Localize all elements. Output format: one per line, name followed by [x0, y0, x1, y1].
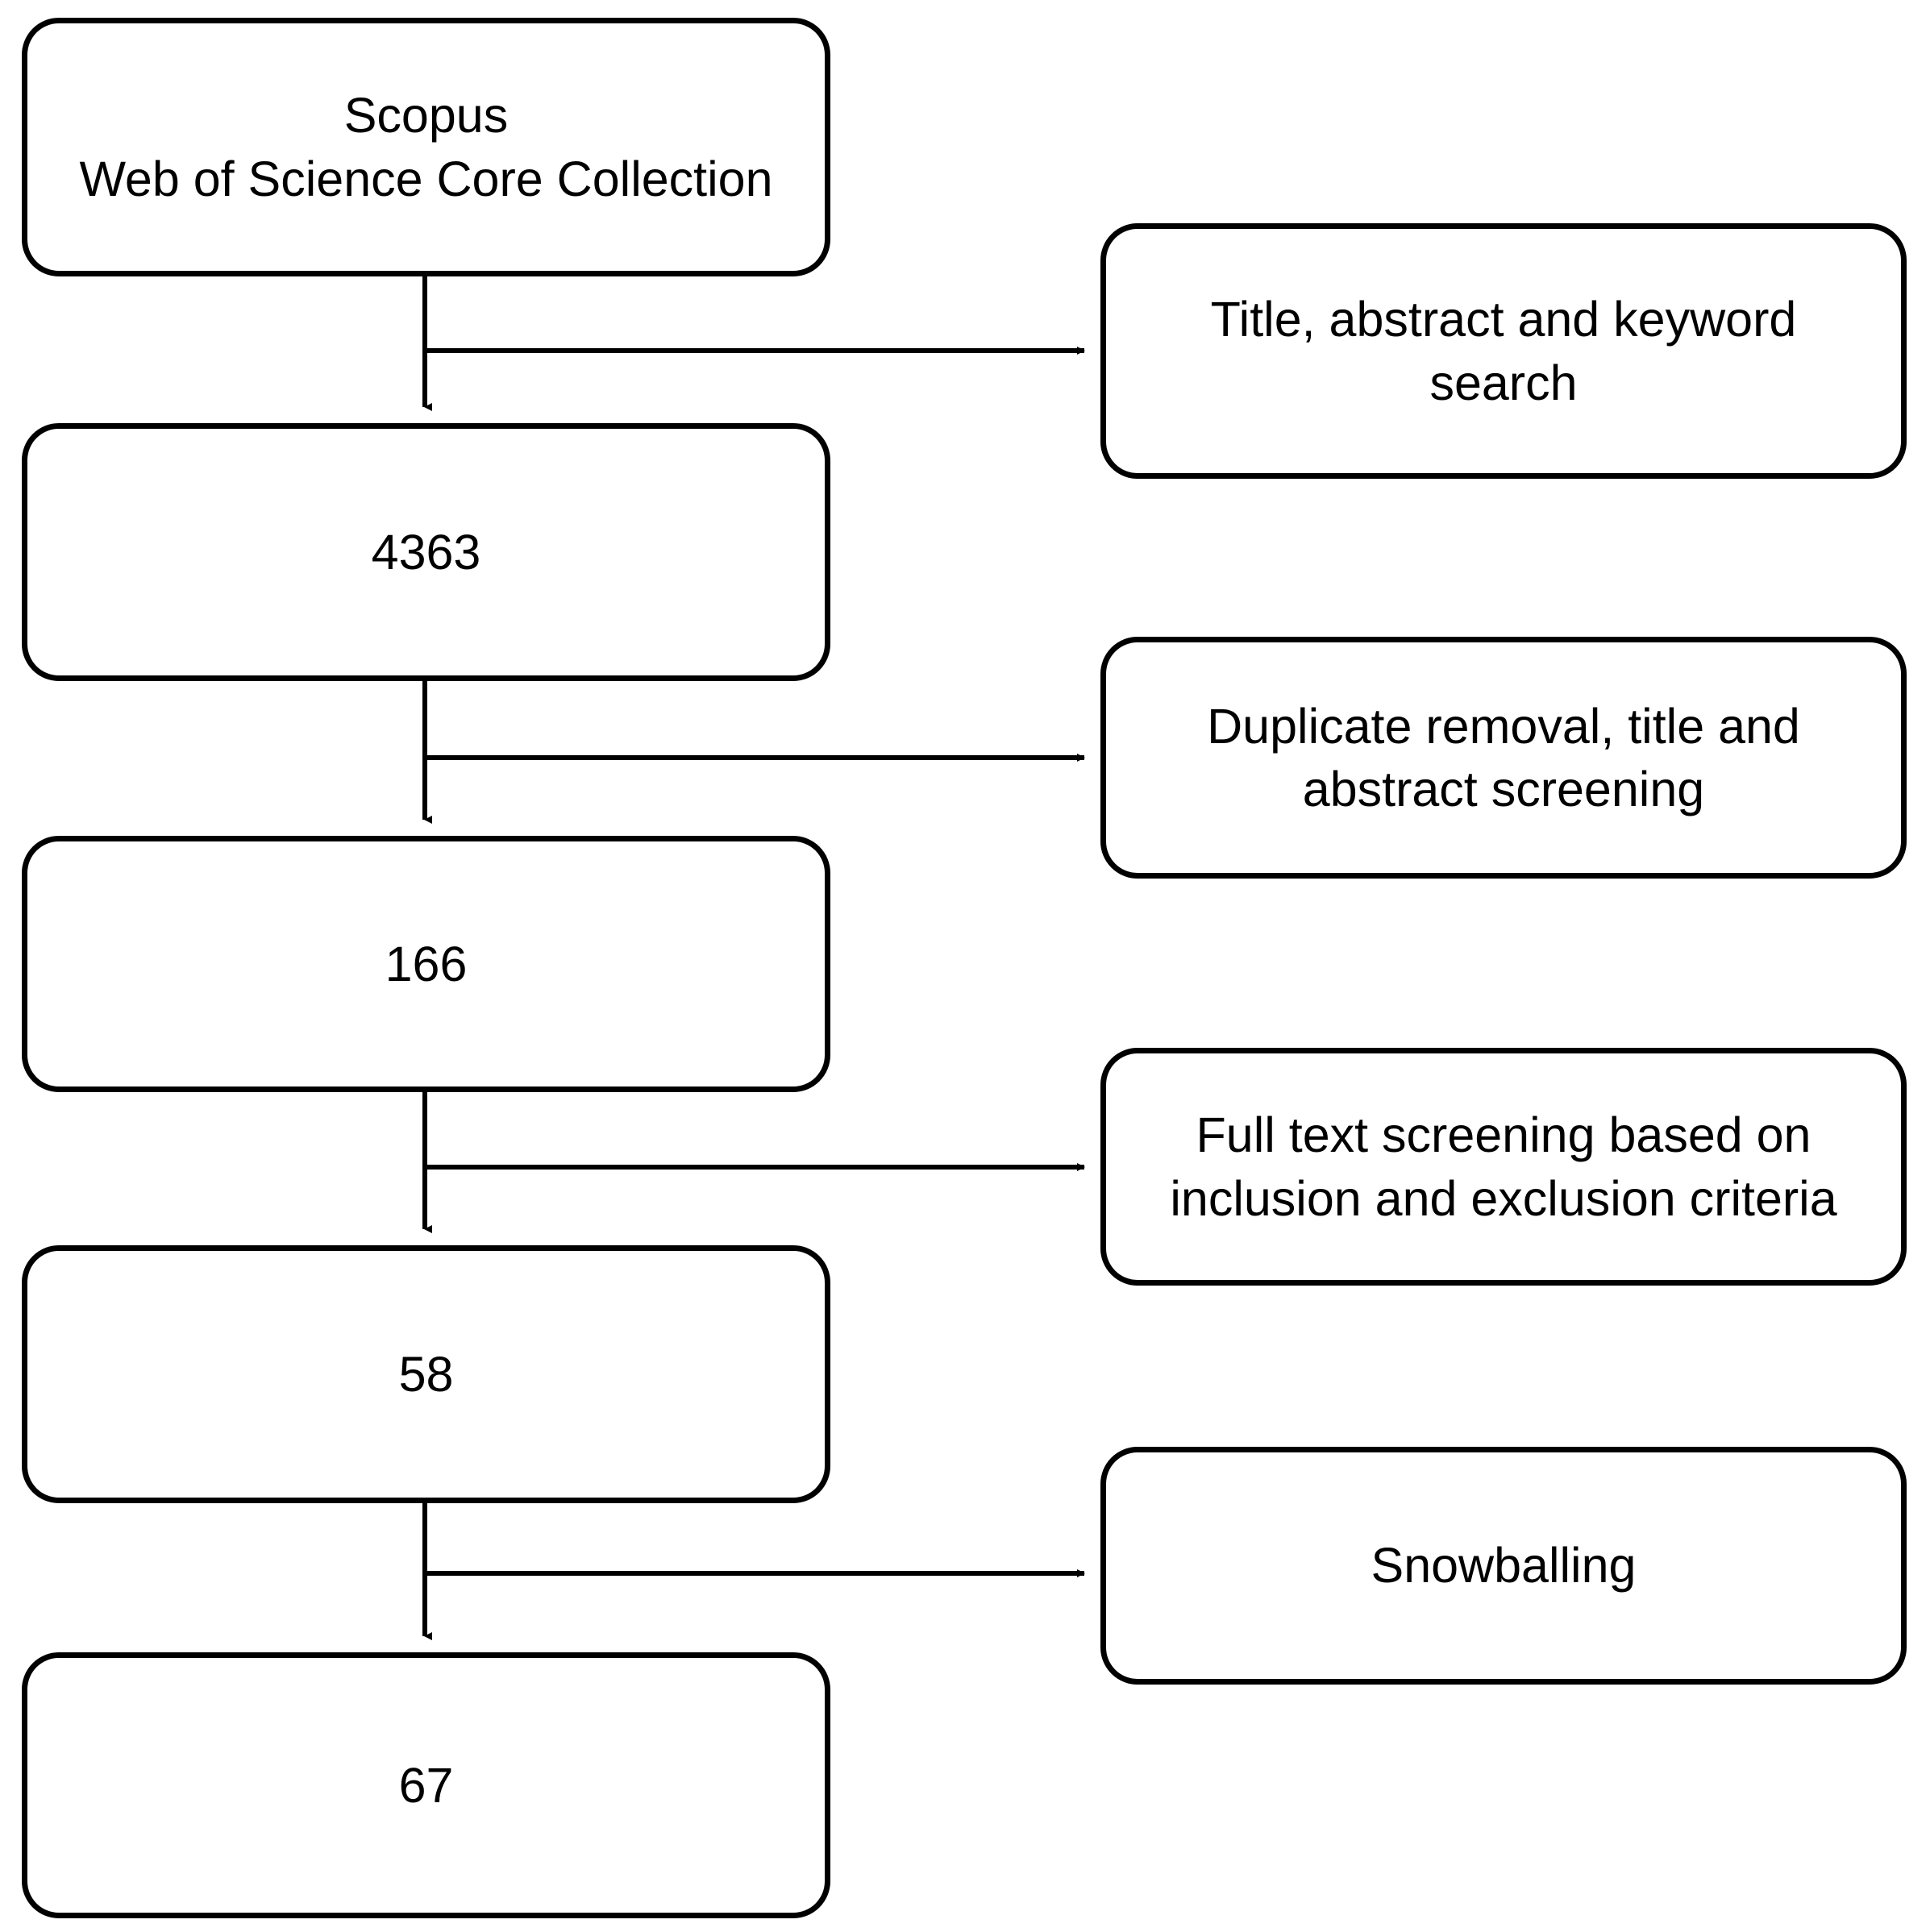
action-box-full-text-screening: Full text screening based on inclusion a…	[1100, 1048, 1907, 1286]
action-box-snowballing: Snowballing	[1100, 1447, 1907, 1685]
stage-box-included: 67	[22, 1652, 830, 1918]
stage-box-sources: Scopus Web of Science Core Collection	[22, 18, 830, 276]
stage-box-screened: 166	[22, 836, 830, 1092]
action-box-duplicate-removal: Duplicate removal, title and abstract sc…	[1100, 637, 1907, 879]
stage-box-identified: 4363	[22, 423, 830, 681]
action-box-search: Title, abstract and keyword search	[1100, 223, 1907, 479]
stage-box-eligible: 58	[22, 1245, 830, 1503]
